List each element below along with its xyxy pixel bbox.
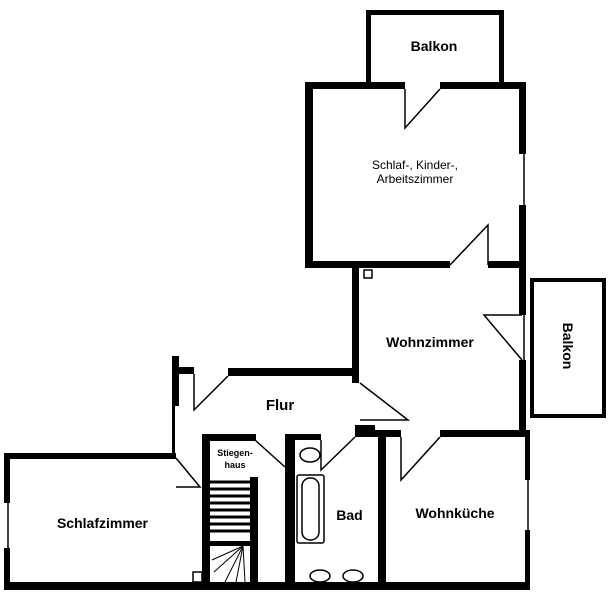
room-label-balkon-top: Balkon [410, 38, 458, 54]
walls [4, 10, 606, 590]
room-label-schlaf-kinder: Schlaf-, Kinder-, Arbeitszimmer [320, 158, 510, 186]
room-label-wohnkueche: Wohnküche [415, 505, 495, 521]
room-label-stiegenhaus-line1: Stiegen- [217, 448, 253, 458]
room-label-stiegenhaus-line2: haus [224, 460, 246, 470]
doors-and-fixtures [7, 88, 529, 583]
room-label-bad: Bad [336, 507, 363, 523]
room-label-flur: Flur [265, 397, 295, 414]
room-label-schlafzimmer: Schlafzimmer [56, 515, 149, 531]
room-label-schlaf-kinder-line2: Arbeitszimmer [376, 172, 454, 186]
room-label-schlaf-kinder-line1: Schlaf-, Kinder-, [371, 158, 459, 172]
stairs [210, 480, 250, 533]
winding-stairs [211, 545, 246, 583]
room-label-stiegenhaus: Stiegen- haus [210, 447, 260, 471]
room-label-balkon-right: Balkon [560, 322, 576, 370]
room-label-wohnzimmer: Wohnzimmer [386, 334, 474, 350]
